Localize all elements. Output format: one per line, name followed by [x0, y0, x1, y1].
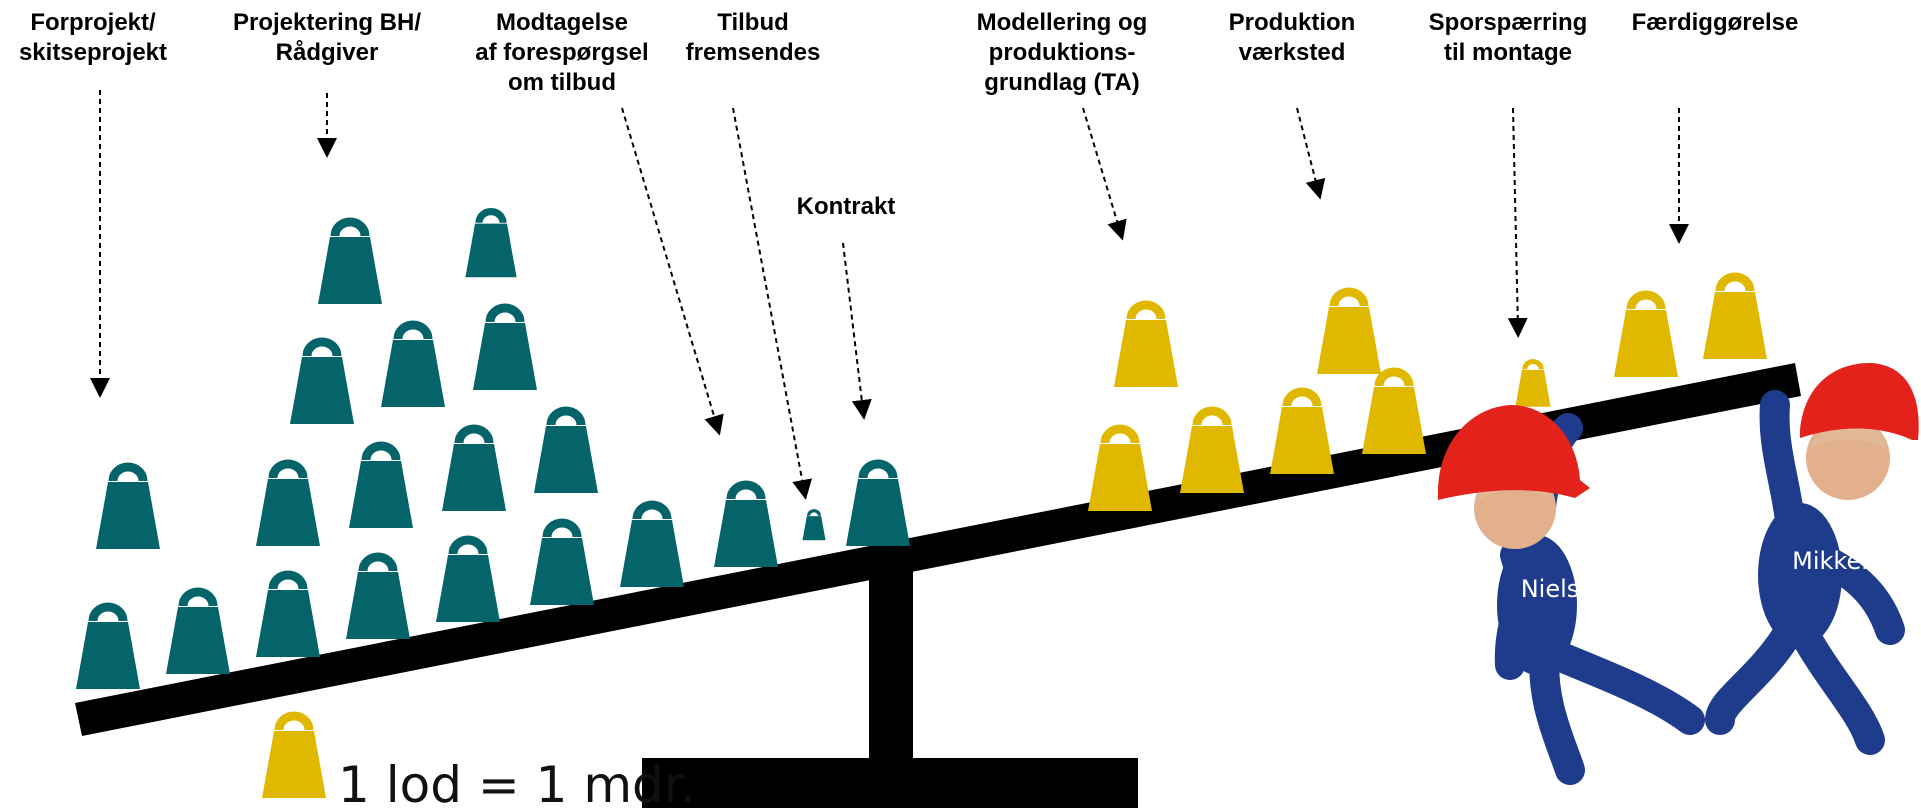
weight-icon	[1114, 305, 1178, 387]
label-projektering: Projektering BH/Rådgiver	[233, 9, 421, 66]
weight-icon	[800, 509, 828, 542]
weight-icon	[530, 523, 594, 605]
weight-icon	[166, 592, 230, 674]
weight-icon	[76, 607, 140, 689]
weight-icon	[846, 464, 910, 546]
weight-icon	[349, 446, 413, 528]
label-forprojekt: Forprojekt/skitseprojekt	[19, 9, 167, 66]
weight-icon	[290, 342, 354, 424]
weight-icon	[1703, 277, 1767, 359]
weight-icon	[534, 411, 598, 493]
helmet-icon	[1800, 362, 1919, 440]
worker-figure-icon: Niels	[1438, 405, 1705, 785]
stage-labels: Forprojekt/skitseprojekt Projektering BH…	[19, 9, 1798, 220]
scale-base	[642, 758, 1138, 808]
weight-icon	[1614, 295, 1678, 377]
weight-icon	[1088, 429, 1152, 511]
weight-icon	[346, 557, 410, 639]
weight-icon	[473, 308, 537, 390]
helmet-icon	[1438, 405, 1590, 500]
weight-icon	[381, 325, 445, 407]
weight-icon	[1362, 372, 1426, 454]
weight-icon	[714, 485, 778, 567]
weight-icon	[256, 464, 320, 546]
weight-icon	[1317, 292, 1381, 374]
weight-icon	[465, 212, 516, 278]
stage-arrows	[90, 90, 1689, 500]
weight-icon	[436, 540, 500, 622]
legend: 1 lod = 1 mdr.	[262, 716, 696, 808]
worker-figure-icon: Mikkel	[1705, 362, 1919, 755]
weight-icon	[262, 716, 326, 798]
weight-icon	[96, 467, 160, 549]
worker-name-mikkel: Mikkel	[1792, 547, 1868, 575]
scale-beam	[75, 363, 1801, 736]
weight-icon	[442, 429, 506, 511]
label-kontrakt: Kontrakt	[797, 193, 896, 220]
weight-icon	[256, 575, 320, 657]
worker-name-niels: Niels	[1521, 575, 1580, 603]
weight-icon	[620, 505, 684, 587]
label-faerdiggoerelse: Færdiggørelse	[1632, 9, 1799, 36]
scale-stand	[869, 560, 913, 760]
weight-icon	[1515, 362, 1550, 407]
legend-text: 1 lod = 1 mdr.	[338, 756, 696, 808]
weight-icon	[1180, 411, 1244, 493]
weight-icon	[1270, 392, 1334, 474]
weight-icon	[318, 222, 382, 304]
